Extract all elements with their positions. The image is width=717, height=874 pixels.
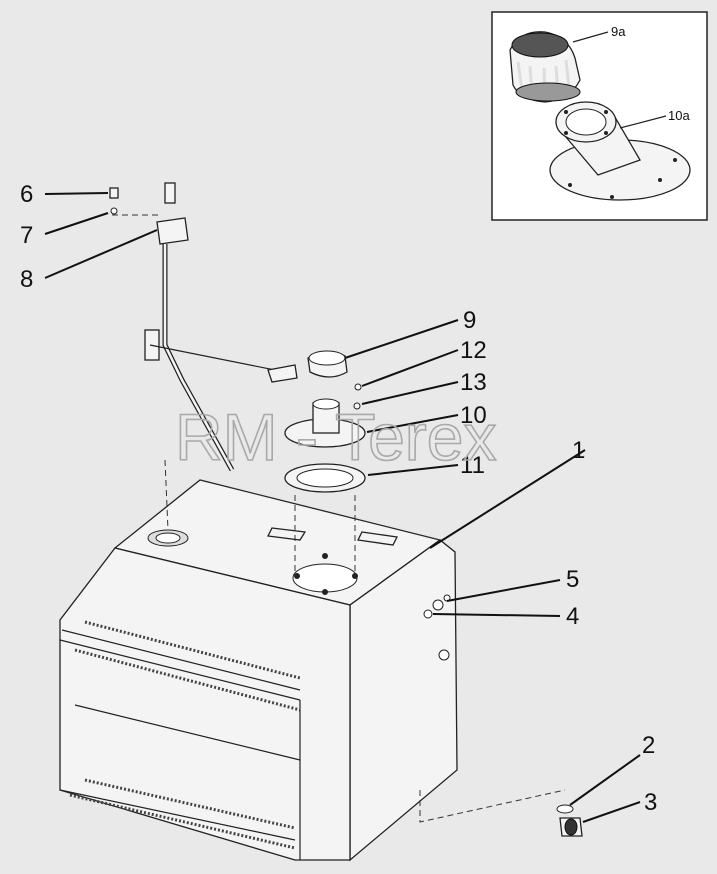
filler-neck-10a [549,101,691,201]
washer-12 [354,383,362,391]
cap-9a [509,31,581,103]
level-sender-8 [109,182,298,472]
nut-13 [353,402,361,410]
watermark: RM - Terex [175,400,497,474]
callout-8: 8 [20,266,33,293]
callout-12: 12 [460,337,487,364]
callout-3: 3 [644,789,657,816]
filler-neck-10 [284,398,366,448]
callout-1: 1 [572,437,585,464]
callout-labels: 6 7 8 9 12 13 10 11 1 5 4 2 3 [20,181,657,816]
drain-plug-3 [556,804,583,837]
callout-7: 7 [20,222,33,249]
callout-9a: 9a [611,24,626,39]
callout-10: 10 [460,402,487,429]
callout-13: 13 [460,369,487,396]
callout-2: 2 [642,732,655,759]
gasket-11 [284,463,366,493]
detail-inset: 9a 10a [491,11,708,221]
leader-lines [44,192,641,823]
filler-cap-9 [307,350,348,378]
callout-9: 9 [463,307,476,334]
callout-10a: 10a [668,108,690,123]
callout-4: 4 [566,603,579,630]
callout-11: 11 [460,452,485,479]
callout-5: 5 [566,566,579,593]
fuel-tank [59,479,458,862]
callout-6: 6 [20,181,33,208]
